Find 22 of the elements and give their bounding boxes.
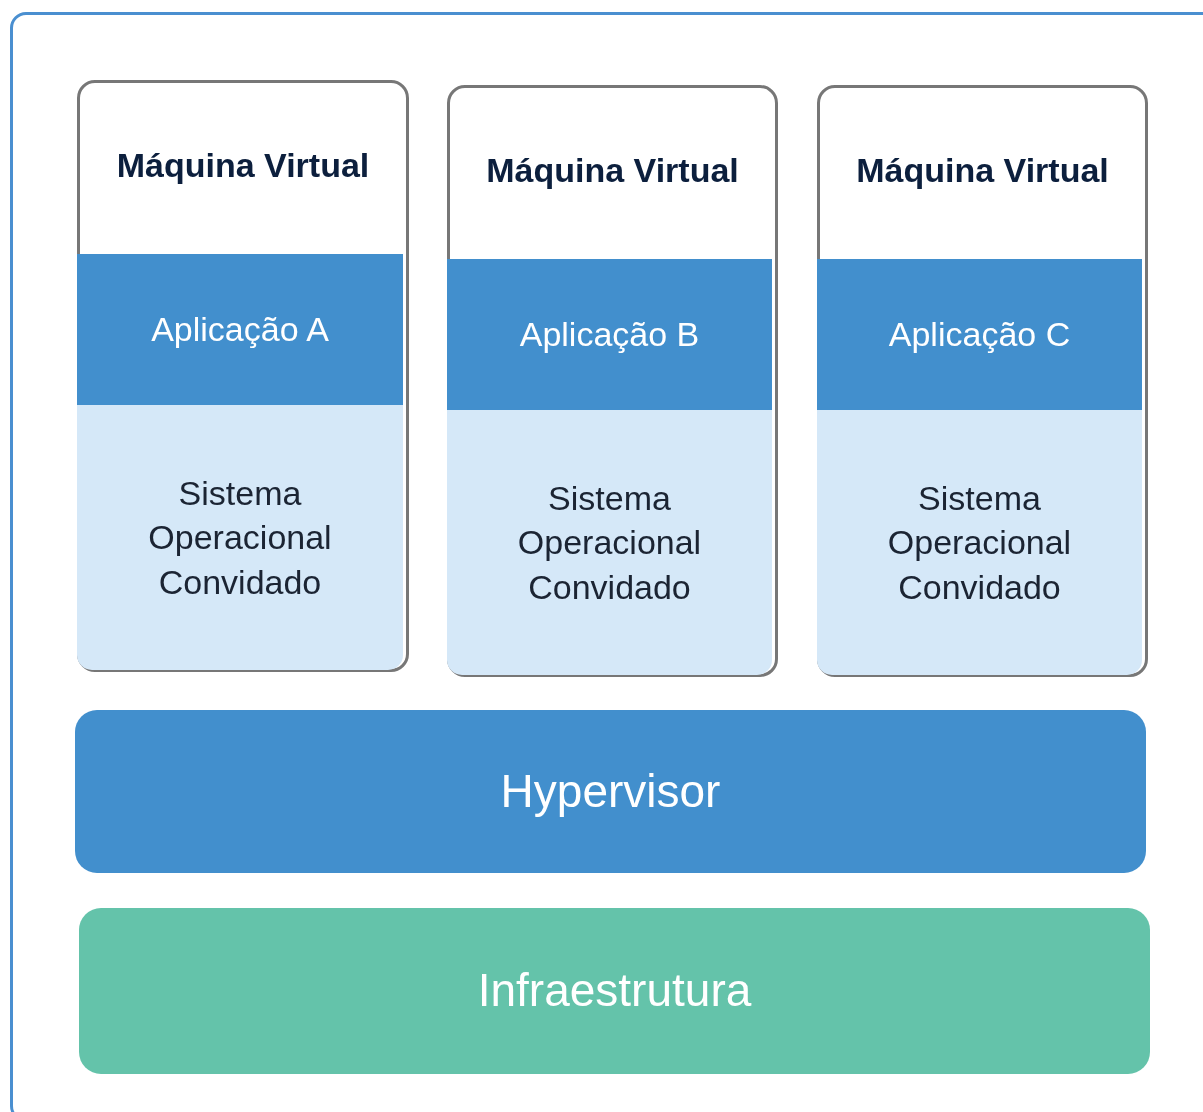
application-label: Aplicação C <box>888 314 1071 356</box>
guest-os-band <box>447 410 772 675</box>
guest-os-label: Sistema Operacional Convidado <box>886 478 1073 608</box>
hypervisor-label: Hypervisor <box>500 763 721 819</box>
virtual-machine-title: Máquina Virtual <box>856 150 1109 191</box>
hypervisor-layer <box>75 710 1146 873</box>
virtual-machine-title: Máquina Virtual <box>486 150 739 191</box>
guest-os-band <box>77 405 403 670</box>
application-band <box>447 259 772 410</box>
application-band <box>77 254 403 405</box>
application-band <box>817 259 1142 410</box>
virtual-machine-card <box>447 85 778 677</box>
guest-os-band <box>817 410 1142 675</box>
infrastructure-layer <box>79 908 1150 1074</box>
infrastructure-label: Infraestrutura <box>477 963 752 1019</box>
guest-os-label: Sistema Operacional Convidado <box>147 473 333 603</box>
guest-os-label: Sistema Operacional Convidado <box>516 478 703 608</box>
virtual-machine-card <box>77 80 409 672</box>
virtual-machine-title: Máquina Virtual <box>116 145 370 186</box>
application-label: Aplicação B <box>519 314 700 356</box>
application-label: Aplicação A <box>151 309 329 351</box>
virtual-machine-card <box>817 85 1148 677</box>
